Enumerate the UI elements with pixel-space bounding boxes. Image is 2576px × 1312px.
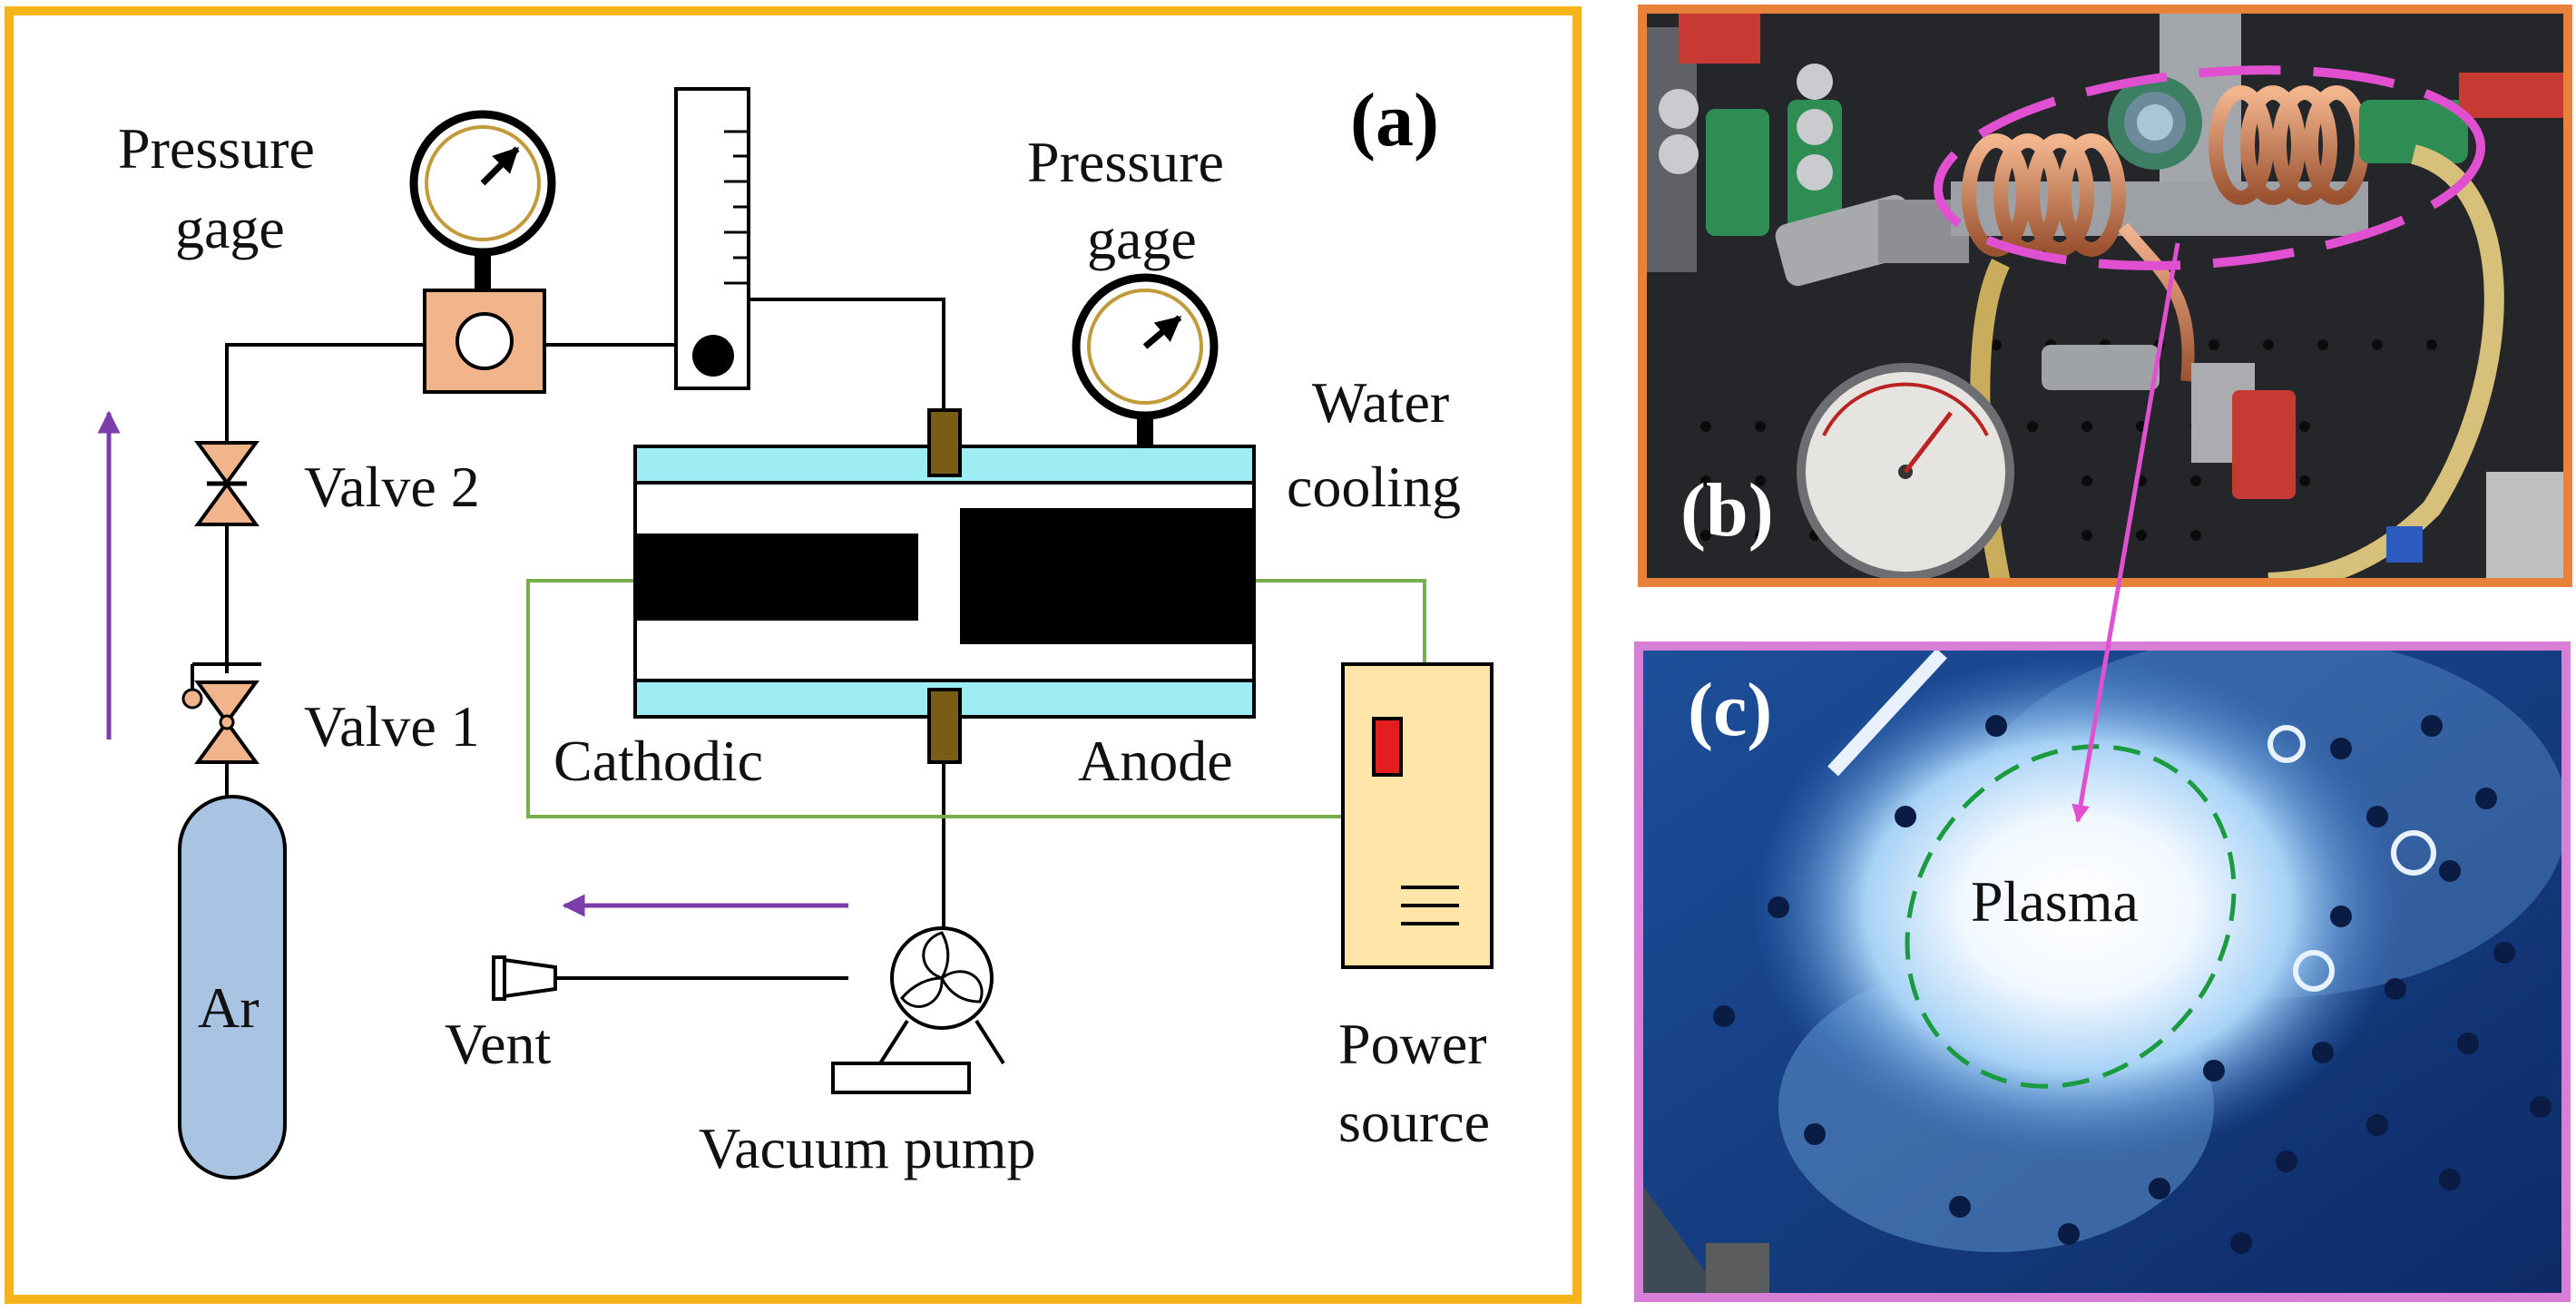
plasma-region-outline [1905, 744, 2237, 1089]
panel-b-photo: (b) [1638, 5, 2572, 587]
anode-label: Anode [1078, 729, 1233, 793]
rotameter [674, 87, 750, 390]
cathode-electrode [635, 534, 918, 621]
vent [492, 955, 557, 1001]
power-source [1341, 662, 1494, 969]
panel-c-photo: (c) Plasma [1634, 641, 2571, 1302]
zoom-link-arrow [2072, 242, 2180, 823]
pressure-gage-right-label-1: Pressure [1027, 130, 1224, 194]
vent-label: Vent [445, 1012, 552, 1076]
anode-electrode [960, 508, 1254, 644]
valve-2-label: Valve 2 [304, 455, 480, 519]
pressure-gage-left-label-2: gage [175, 196, 285, 260]
pressure-gage-right-label-2: gage [1087, 207, 1197, 271]
panel-a-schematic: (a) Pressure gage [5, 6, 1582, 1304]
argon-cylinder-label: Ar [198, 975, 260, 1040]
vacuum-pump [831, 926, 1005, 1094]
valve-1 [181, 662, 261, 764]
electrical-wiring [526, 579, 1426, 818]
panel-b-tag: (b) [1680, 468, 1774, 553]
water-cooling-label-2: cooling [1287, 455, 1461, 519]
discharge-chamber [633, 408, 1256, 764]
panel-a-tag: (a) [1350, 78, 1439, 162]
valve-2 [194, 441, 260, 526]
water-cooling-label-1: Water [1312, 370, 1449, 435]
argon-cylinder [178, 762, 287, 1180]
flow-meter-block [423, 289, 546, 394]
plasma-label: Plasma [1971, 869, 2139, 934]
pressure-gage-left [409, 110, 556, 290]
pressure-gage-left-label-1: Pressure [118, 116, 315, 181]
panel-b-border [1638, 5, 2572, 587]
cathodic-label: Cathodic [553, 729, 763, 793]
vacuum-pump-label: Vacuum pump [699, 1116, 1036, 1180]
power-source-label-1: Power [1338, 1012, 1487, 1076]
panel-c-border [1634, 641, 2571, 1302]
pressure-gage-right [1072, 273, 1219, 483]
gas-piping [225, 298, 945, 980]
valve-1-label: Valve 1 [304, 694, 480, 759]
panel-c-tag: (c) [1688, 668, 1772, 752]
power-source-label-2: source [1338, 1090, 1490, 1154]
